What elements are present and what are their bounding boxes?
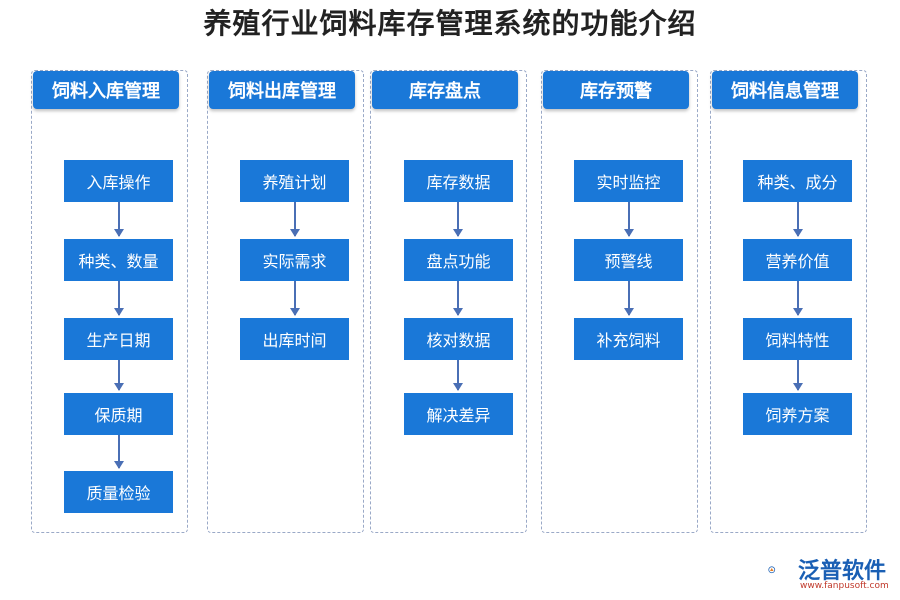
- column-frame-feed-inbound: [31, 70, 188, 533]
- arrow-connector: [114, 281, 124, 316]
- column-frame-inventory-check: [370, 70, 527, 533]
- arrow-connector: [114, 360, 124, 391]
- column-header-inventory-warning: 库存预警: [543, 71, 689, 109]
- node-shelf-life: 保质期: [64, 393, 173, 435]
- column-frame-feed-outbound: [207, 70, 364, 533]
- column-header-feed-inbound: 饲料入库管理: [33, 71, 179, 109]
- column-header-feed-info: 饲料信息管理: [712, 71, 858, 109]
- fanpu-logo-icon: [768, 566, 776, 574]
- logo-name: 泛普软件: [798, 559, 887, 584]
- column-frame-feed-info: [710, 70, 867, 533]
- node-actual-demand: 实际需求: [240, 239, 349, 281]
- node-realtime-monitor: 实时监控: [574, 160, 683, 202]
- arrow-connector: [114, 435, 124, 469]
- node-feeding-plan: 饲养方案: [743, 393, 852, 435]
- node-breeding-plan: 养殖计划: [240, 160, 349, 202]
- node-feed-characteristics: 饲料特性: [743, 318, 852, 360]
- node-inventory-data: 库存数据: [404, 160, 513, 202]
- node-inbound-operation: 入库操作: [64, 160, 173, 202]
- column-frame-inventory-warning: [541, 70, 698, 533]
- arrow-connector: [290, 281, 300, 316]
- arrow-connector: [793, 360, 803, 391]
- node-type-composition: 种类、成分: [743, 160, 852, 202]
- column-header-feed-outbound: 饲料出库管理: [209, 71, 355, 109]
- node-resolve-differences: 解决差异: [404, 393, 513, 435]
- arrow-connector: [624, 202, 634, 237]
- node-replenish-feed: 补充饲料: [574, 318, 683, 360]
- arrow-connector: [793, 202, 803, 237]
- arrow-connector: [453, 360, 463, 391]
- logo-url: www.fanpusoft.com: [800, 581, 889, 591]
- diagram-title: 养殖行业饲料库存管理系统的功能介绍: [203, 7, 697, 40]
- arrow-connector: [453, 202, 463, 237]
- node-verify-data: 核对数据: [404, 318, 513, 360]
- arrow-connector: [793, 281, 803, 316]
- node-warning-line: 预警线: [574, 239, 683, 281]
- node-production-date: 生产日期: [64, 318, 173, 360]
- arrow-connector: [624, 281, 634, 316]
- arrow-connector: [114, 202, 124, 237]
- node-type-quantity: 种类、数量: [64, 239, 173, 281]
- arrow-connector: [290, 202, 300, 237]
- node-check-function: 盘点功能: [404, 239, 513, 281]
- node-outbound-time: 出库时间: [240, 318, 349, 360]
- node-nutritional-value: 营养价值: [743, 239, 852, 281]
- arrow-connector: [453, 281, 463, 316]
- column-header-inventory-check: 库存盘点: [372, 71, 518, 109]
- node-quality-inspection: 质量检验: [64, 471, 173, 513]
